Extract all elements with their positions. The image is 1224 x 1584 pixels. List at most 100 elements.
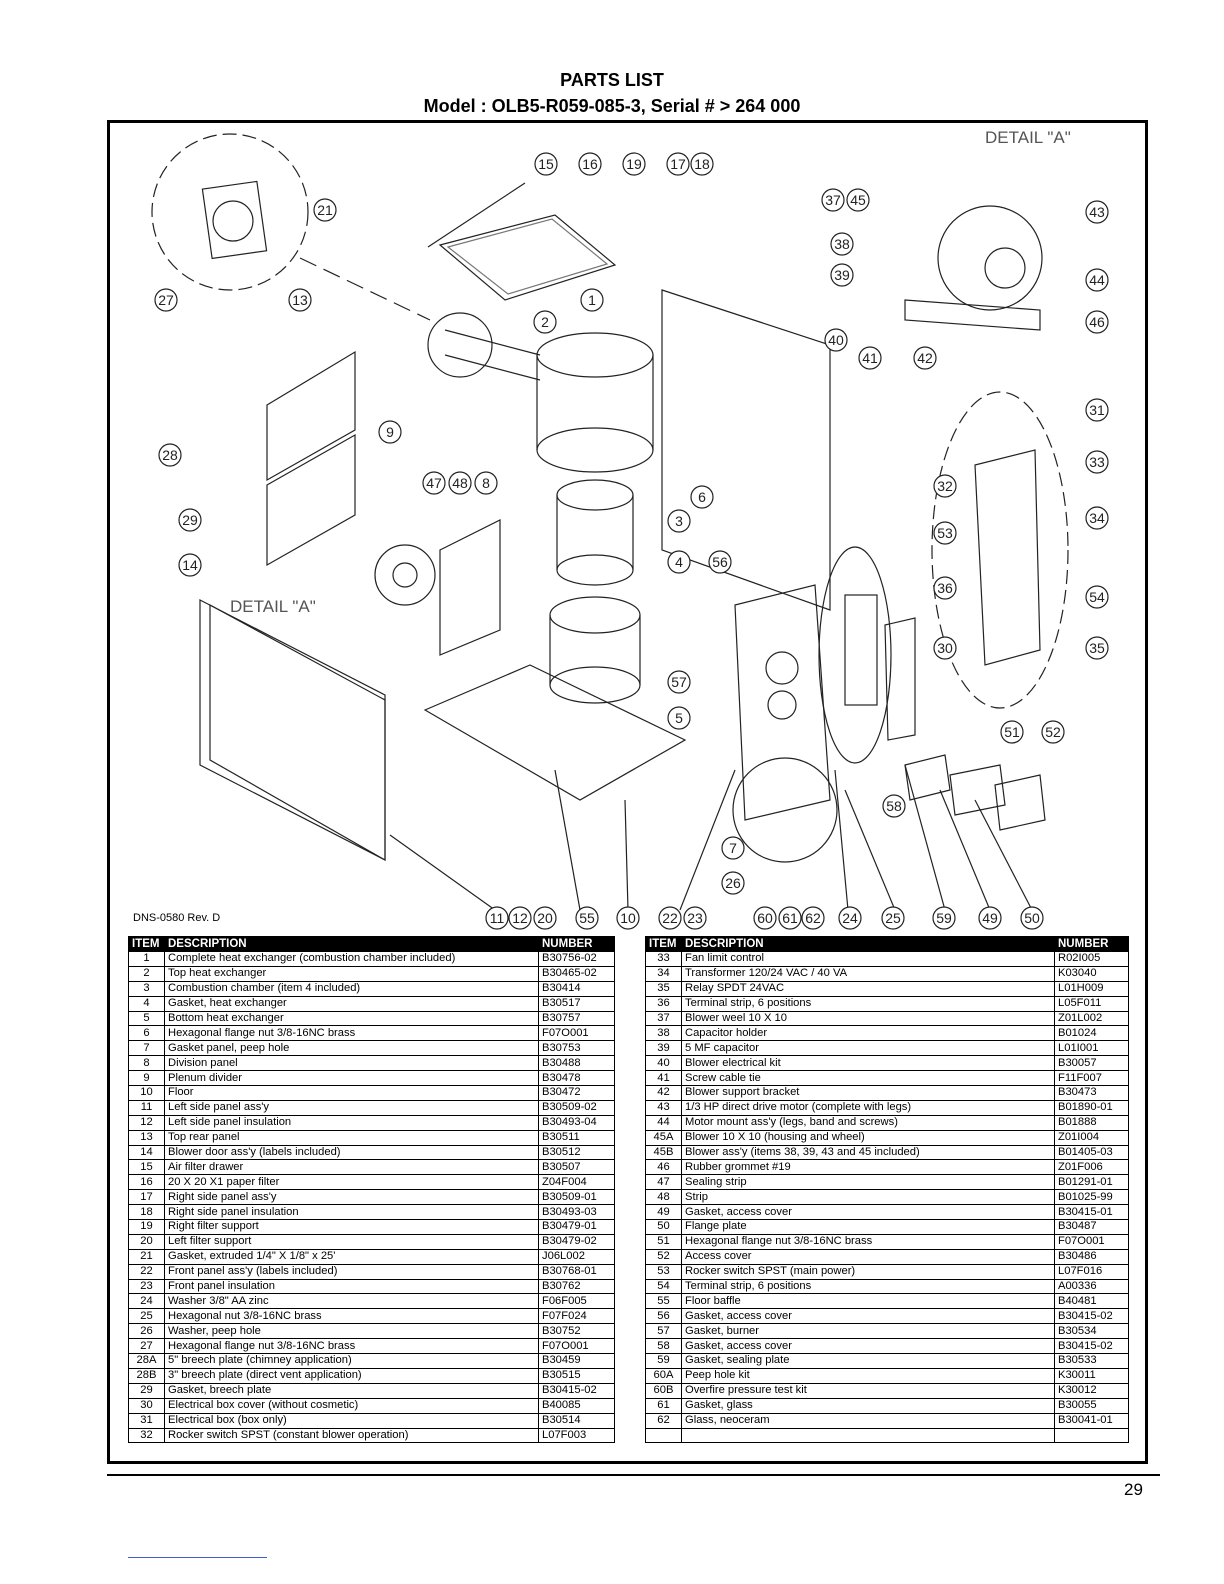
description-cell: Gasket, glass xyxy=(681,1397,1055,1414)
number-cell: B01291-01 xyxy=(1054,1174,1129,1191)
callout-bubble: 6 xyxy=(690,485,714,509)
number-cell: B01025-99 xyxy=(1054,1189,1129,1206)
number-cell: B30487 xyxy=(1054,1219,1129,1235)
item-cell: 41 xyxy=(645,1070,682,1087)
number-cell: B30465-02 xyxy=(538,965,615,982)
callout-bubble: 53 xyxy=(933,521,957,545)
item-cell: 55 xyxy=(645,1293,682,1310)
number-cell: L07F016 xyxy=(1054,1263,1129,1280)
drawing-number: DNS-0580 Rev. D xyxy=(133,912,221,924)
callout-bubble: 4 xyxy=(667,550,691,574)
number-cell: Z04F004 xyxy=(538,1174,615,1191)
item-cell: 45A xyxy=(645,1129,682,1146)
item-cell: 33 xyxy=(645,951,682,967)
callout-label: 9 xyxy=(386,424,394,440)
table-row xyxy=(645,1427,1129,1444)
item-cell: 40 xyxy=(645,1055,682,1072)
number-cell: F06F005 xyxy=(538,1293,615,1310)
callout-bubble: 37 xyxy=(821,188,845,212)
item-cell: 39 xyxy=(645,1040,682,1057)
description-cell: Gasket, access cover xyxy=(681,1308,1055,1325)
description-cell: Left side panel insulation xyxy=(164,1114,539,1131)
description-cell: Hexagonal flange nut 3/8-16NC brass xyxy=(681,1233,1055,1250)
callout-label: 12 xyxy=(512,910,528,926)
description-cell: 3" breech plate (direct vent application… xyxy=(164,1367,539,1384)
item-cell: 24 xyxy=(128,1293,165,1310)
callout-bubble: 36 xyxy=(933,576,957,600)
number-cell: B30517 xyxy=(538,995,615,1012)
description-cell: Right side panel ass'y xyxy=(164,1189,539,1206)
item-cell: 21 xyxy=(128,1248,165,1265)
callout-label: 6 xyxy=(698,489,706,505)
callout-label: 21 xyxy=(317,202,333,218)
callout-bubble: 60 xyxy=(753,906,777,930)
parts-frame xyxy=(107,120,1148,1464)
callout-bubble: 17 xyxy=(666,152,690,176)
item-cell: 6 xyxy=(128,1025,165,1042)
description-cell: Blower door ass'y (labels included) xyxy=(164,1144,539,1161)
callout-bubble: 5 xyxy=(667,706,691,730)
item-cell: 7 xyxy=(128,1040,165,1057)
callout-bubble: 56 xyxy=(708,550,732,574)
callout-bubble: 32 xyxy=(933,474,957,498)
number-cell: K30011 xyxy=(1054,1367,1129,1384)
callout-bubble: 28 xyxy=(158,443,182,467)
description-cell: Rocker switch SPST (main power) xyxy=(681,1263,1055,1280)
description-cell: Left filter support xyxy=(164,1233,539,1250)
callout-label: 26 xyxy=(725,875,741,891)
description-cell: Right side panel insulation xyxy=(164,1204,539,1221)
callout-label: 47 xyxy=(426,475,442,491)
callout-label: 56 xyxy=(712,554,728,570)
callout-label: 36 xyxy=(937,580,953,596)
callout-label: 3 xyxy=(675,513,683,529)
description-cell: Capacitor holder xyxy=(681,1025,1055,1042)
number-cell: Z01I004 xyxy=(1054,1129,1129,1146)
description-cell: 5" breech plate (chimney application) xyxy=(164,1353,539,1369)
callout-label: 55 xyxy=(579,910,595,926)
callout-bubble: 33 xyxy=(1085,450,1109,474)
number-cell: B30414 xyxy=(538,980,615,997)
number-cell: B30533 xyxy=(1054,1353,1129,1369)
number-cell: B30757 xyxy=(538,1010,615,1027)
number-cell: B01888 xyxy=(1054,1114,1129,1131)
col-description: DESCRIPTION xyxy=(164,936,539,952)
number-cell: B30479-01 xyxy=(538,1219,615,1235)
callout-bubble: 27 xyxy=(154,288,178,312)
number-cell: B30515 xyxy=(538,1367,615,1384)
number-cell: B30055 xyxy=(1054,1397,1129,1414)
callout-label: 18 xyxy=(694,156,710,172)
item-cell: 29 xyxy=(128,1382,165,1399)
model-subtitle: Model : OLB5-R059-085-3, Serial # > 264 … xyxy=(423,96,801,116)
description-cell: Gasket, sealing plate xyxy=(681,1353,1055,1369)
page-number: 29 xyxy=(1124,1480,1143,1499)
number-cell: B30057 xyxy=(1054,1055,1129,1072)
callout-label: 50 xyxy=(1024,910,1040,926)
col-description: DESCRIPTION xyxy=(681,936,1055,952)
callout-label: 33 xyxy=(1089,454,1105,470)
description-cell: Floor baffle xyxy=(681,1293,1055,1310)
item-cell: 5 xyxy=(128,1010,165,1027)
item-cell: 51 xyxy=(645,1233,682,1250)
description-cell: Top rear panel xyxy=(164,1129,539,1146)
callout-label: 61 xyxy=(782,910,798,926)
description-cell: Blower support bracket xyxy=(681,1085,1055,1101)
callout-label: 14 xyxy=(182,557,198,573)
callout-label: 48 xyxy=(452,475,468,491)
callout-bubble: 58 xyxy=(882,794,906,818)
